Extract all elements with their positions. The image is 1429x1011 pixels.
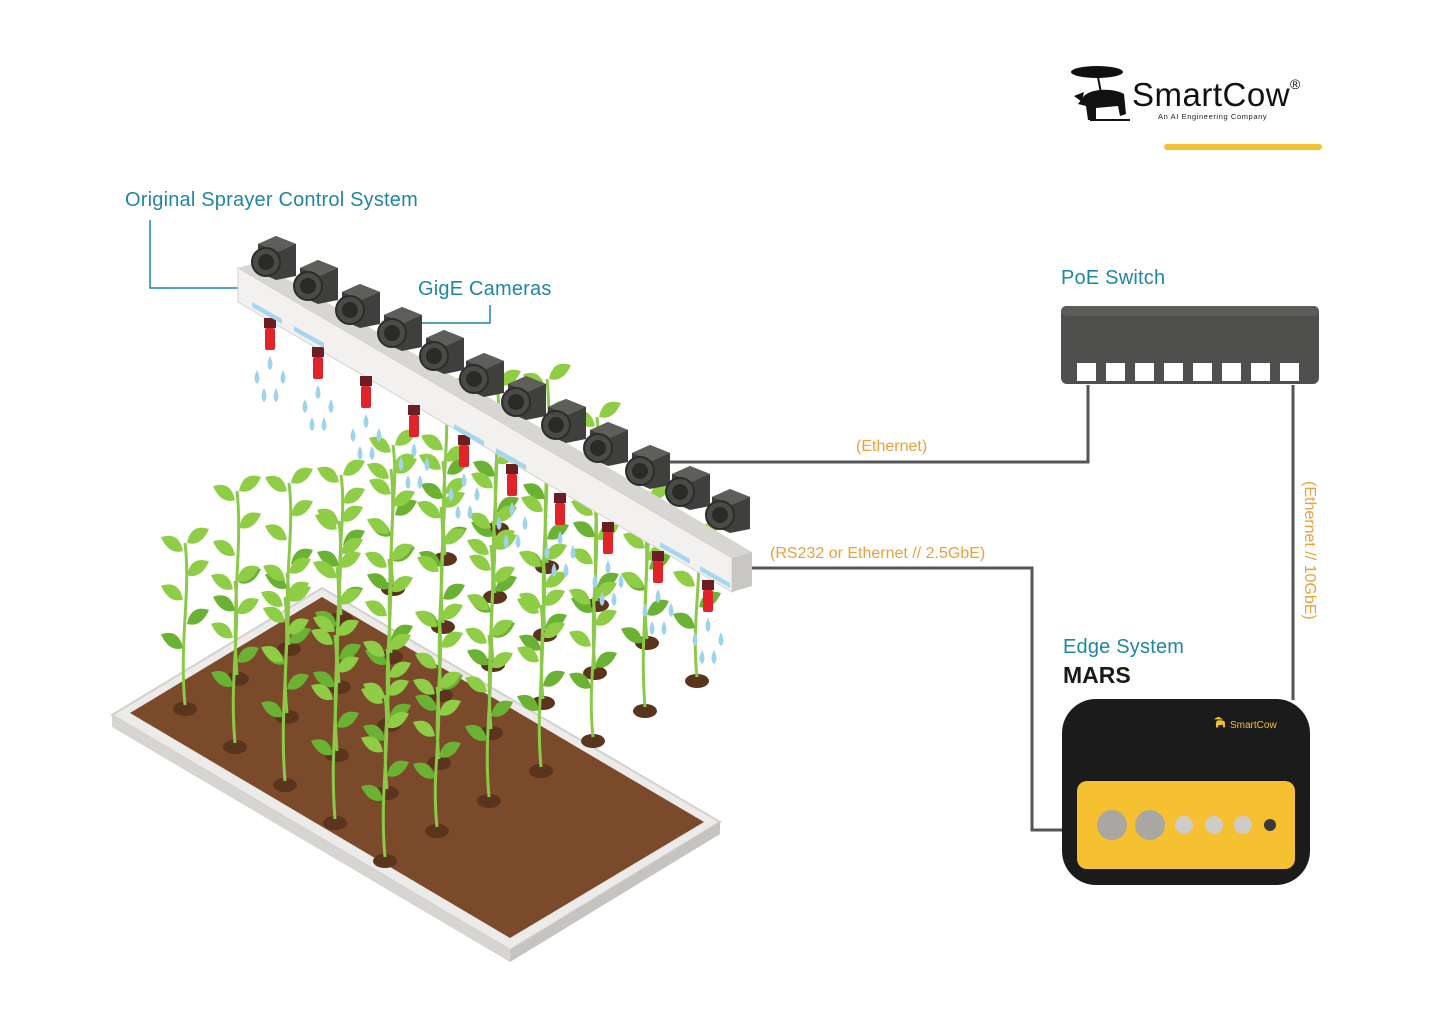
camera-icon (501, 376, 546, 420)
water-drop-icon (350, 414, 382, 460)
water-drop-icon (398, 443, 430, 489)
label-rs232-ethernet: (RS232 or Ethernet // 2.5GbE) (770, 545, 986, 562)
cow-logo-icon (1071, 66, 1130, 121)
bar-light-strip (252, 302, 282, 324)
nozzle-icon (360, 376, 372, 408)
mars-led-1 (1175, 816, 1193, 834)
mars-brand-label: SmartCow (1230, 720, 1277, 731)
cables (660, 385, 1295, 832)
camera-icon (377, 307, 422, 351)
spray-bar-end (732, 552, 752, 592)
nozzles-and-cameras (251, 236, 750, 664)
mars-port-large-1 (1097, 810, 1127, 840)
nozzle-icon (312, 347, 324, 379)
label-edge-name: MARS (1063, 662, 1131, 688)
label-ethernet: (Ethernet) (856, 438, 928, 455)
nozzle-icon (506, 464, 518, 496)
plant-icon (261, 581, 309, 792)
nozzle-icon (264, 318, 276, 350)
switch-port (1133, 361, 1156, 383)
water-drop-icon (592, 560, 624, 606)
water-drop-icon (302, 385, 334, 431)
camera-icon (583, 422, 628, 466)
nozzle-icon (408, 405, 420, 437)
switch-port (1249, 361, 1272, 383)
water-drop-icon (254, 356, 286, 402)
label-gige-cameras: GigE Cameras (418, 278, 552, 300)
switch-port (1278, 361, 1301, 383)
poe-switch (1061, 306, 1319, 384)
nozzle-icon (702, 580, 714, 612)
brand-name: SmartCow (1132, 76, 1291, 113)
water-drop-icon (496, 502, 528, 548)
camera-icon (459, 353, 504, 397)
plant-icon (211, 565, 259, 754)
planter-side (510, 822, 720, 962)
camera-icon (293, 260, 338, 304)
nozzle-icon (458, 435, 470, 467)
plant-icon (311, 619, 359, 830)
plant-icon (465, 619, 513, 808)
cable-camera-to-switch (660, 385, 1090, 464)
leader-sprayer (149, 220, 244, 289)
label-sprayer-control: Original Sprayer Control System (125, 189, 418, 211)
spray-bar (237, 262, 752, 593)
camera-icon (705, 489, 750, 533)
plant-icon (265, 467, 313, 656)
plant-icon (361, 679, 409, 868)
bar-light-strip (496, 448, 526, 470)
camera-icon (251, 236, 296, 280)
leader-cameras (412, 305, 491, 324)
mars-port-large-2 (1135, 810, 1165, 840)
brand-registered: ® (1290, 76, 1301, 92)
mars-cow-logo-icon (1213, 716, 1226, 728)
water-drop-icon (642, 589, 674, 635)
label-poe-switch: PoE Switch (1061, 267, 1166, 289)
camera-icon (335, 284, 380, 328)
switch-port (1220, 361, 1243, 383)
switch-ports (1075, 361, 1301, 383)
mars-led-4 (1264, 819, 1276, 831)
brand-underline (1164, 144, 1322, 150)
nozzle-icon (554, 493, 566, 525)
mars-led-2 (1205, 816, 1223, 834)
camera-icon (625, 445, 670, 489)
nozzle-icon (602, 522, 614, 554)
brand-tagline: An AI Engineering Company (1158, 112, 1268, 121)
camera-icon (541, 399, 586, 443)
bar-light-strip (660, 542, 690, 564)
bar-light-strip (294, 326, 324, 348)
plant-icon (517, 589, 565, 778)
brand-logo: SmartCow® (1132, 76, 1300, 114)
camera-icon (665, 466, 710, 510)
label-ethernet-10gbe: (Ethernet // 10GbE) (1301, 481, 1318, 620)
planter-front (112, 715, 510, 962)
plant-icon (161, 527, 209, 716)
plant-icon (415, 603, 463, 770)
switch-port (1191, 361, 1214, 383)
mars-device (1062, 699, 1310, 885)
camera-icon (419, 330, 464, 374)
cable-sprayer-to-edge (750, 566, 1064, 832)
bar-light-strip (700, 566, 730, 588)
plant-icon (413, 671, 461, 838)
mars-led-3 (1234, 816, 1252, 834)
planter-bed (110, 586, 722, 962)
plant-icon (569, 581, 617, 748)
switch-port (1075, 361, 1098, 383)
label-edge-system: Edge System (1063, 636, 1185, 658)
switch-port (1104, 361, 1127, 383)
water-drop-icon (692, 618, 724, 664)
spray-bar-top (238, 262, 752, 558)
water-drop-icon (448, 473, 480, 519)
switch-port (1162, 361, 1185, 383)
water-drop-icon (544, 531, 576, 577)
bar-light-strip (454, 424, 484, 446)
nozzle-icon (652, 551, 664, 583)
